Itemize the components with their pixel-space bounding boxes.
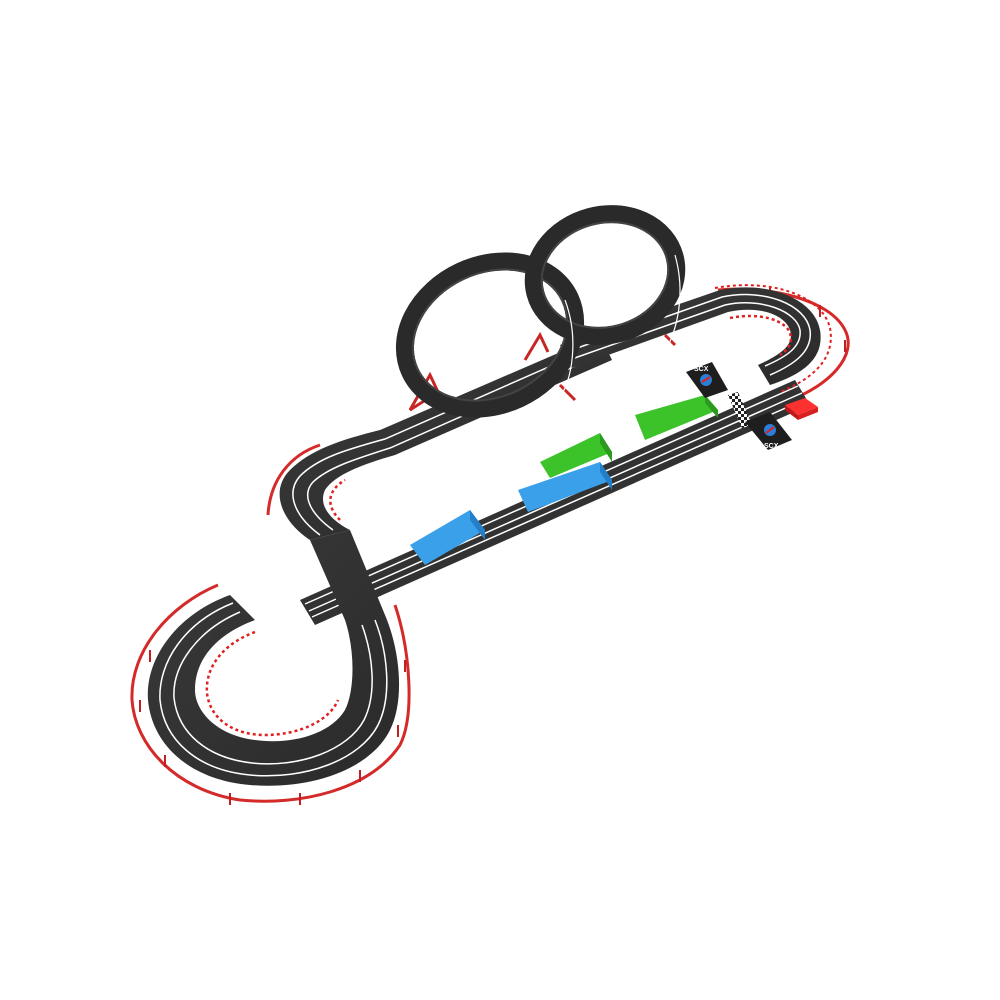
guardrail-posts bbox=[139, 288, 846, 805]
guardrail-bottom-left bbox=[130, 583, 411, 803]
guardrail-mid-left bbox=[266, 443, 321, 516]
marker-brand-bottom: SCX bbox=[764, 443, 779, 450]
loop-right bbox=[524, 205, 686, 345]
ramp-blue-1 bbox=[410, 510, 485, 565]
ramp-green-2 bbox=[635, 395, 718, 440]
curb-top-right-inner bbox=[729, 314, 793, 357]
curb-inner-bottom-left bbox=[205, 630, 340, 737]
start-marker-top: SCX bbox=[686, 362, 728, 398]
start-marker-bottom: SCX bbox=[745, 412, 792, 450]
ramp-green-1 bbox=[540, 433, 612, 478]
main-straight bbox=[300, 380, 810, 625]
curb-top-right-outer bbox=[714, 284, 832, 393]
loop-left bbox=[395, 252, 585, 418]
start-finish-line bbox=[728, 392, 752, 428]
hairpin-bottom-left bbox=[147, 530, 400, 786]
red-accessory-block bbox=[785, 398, 818, 420]
loop-lane-lines bbox=[554, 254, 681, 406]
ramp-blue-2 bbox=[518, 462, 612, 512]
marker-brand-top: SCX bbox=[694, 366, 709, 373]
curb-s-bend bbox=[329, 478, 346, 521]
